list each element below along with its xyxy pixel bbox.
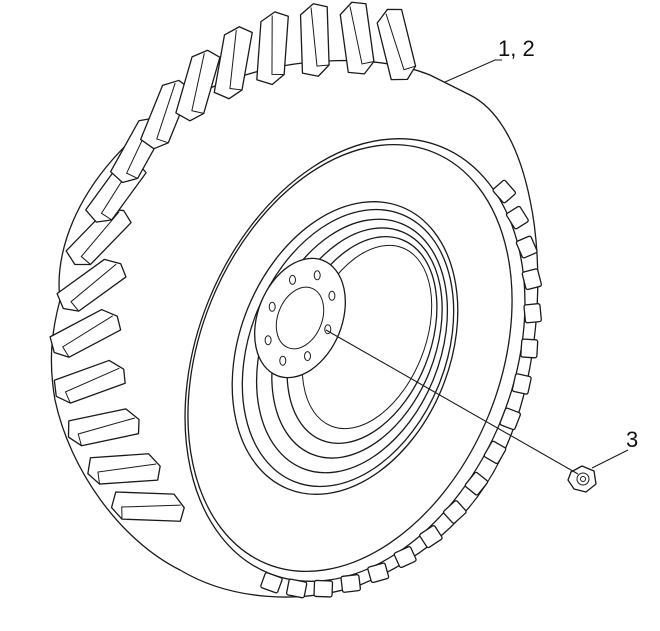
tread-lug-edge — [310, 7, 330, 67]
leader-lines — [325, 59, 629, 475]
tread-lug — [339, 1, 375, 75]
edge-lug — [521, 268, 543, 291]
edge-lug-block — [419, 525, 443, 549]
edge-lug-block — [521, 268, 543, 291]
edge-lug — [419, 525, 443, 549]
edge-lug — [492, 179, 516, 204]
tread-lug-edge — [385, 13, 416, 71]
edge-lug-block — [340, 574, 362, 593]
bolt-hole — [279, 355, 287, 366]
edge-lug — [505, 205, 529, 230]
edge-lug-block — [505, 205, 529, 230]
edge-lug-block — [515, 235, 538, 259]
tread-lug-edge — [191, 53, 205, 114]
tread-lug-edge — [80, 211, 120, 265]
tread-lugs — [49, 1, 417, 522]
bolt-hole — [328, 290, 336, 301]
bolt-hole — [313, 270, 321, 281]
edge-lug — [393, 546, 417, 569]
edge-lug-block — [483, 440, 507, 465]
tread-lug-edge — [121, 504, 181, 520]
tread-lug — [376, 8, 417, 81]
edge-lug — [464, 471, 489, 496]
lug-nut-icon — [567, 465, 597, 493]
bolt-hole — [264, 335, 272, 346]
edge-lug — [523, 303, 542, 324]
wheel-rim — [231, 201, 459, 495]
leader-line-3-tail — [591, 449, 629, 469]
edge-lug — [367, 562, 390, 584]
edge-lug-block — [492, 179, 516, 204]
edge-lug — [285, 578, 308, 599]
edge-lug-block — [367, 562, 390, 584]
tread-lug-edge — [77, 417, 135, 446]
edge-lug — [483, 440, 507, 465]
leader-line-3 — [325, 329, 579, 475]
edge-lug — [520, 338, 539, 359]
edge-lug-block — [499, 407, 521, 431]
edge-lug — [260, 572, 283, 594]
leader-line-1-2 — [444, 59, 502, 83]
tread-lug — [53, 359, 126, 404]
edge-lug-block — [523, 303, 542, 324]
tread-lug — [49, 308, 122, 358]
tread-lug-edge — [271, 15, 285, 75]
bolt-hole — [289, 274, 296, 285]
tread-lug — [56, 258, 127, 312]
bolt-hole — [324, 324, 332, 335]
tread-lug — [67, 408, 140, 447]
edge-lug-block — [520, 338, 539, 359]
edge-lug-block — [260, 572, 283, 594]
edge-lug — [340, 574, 362, 593]
edge-lug — [511, 373, 532, 395]
edge-lug-block — [313, 579, 334, 598]
tread-lug-block — [67, 408, 140, 447]
tread-lug-edge — [349, 6, 375, 65]
edge-lug — [442, 500, 467, 524]
tread-lug — [87, 453, 161, 485]
edge-lug — [313, 579, 334, 598]
tread-lug-edge — [97, 463, 157, 485]
tread-lug-edge — [70, 263, 117, 312]
tread-lug-block — [213, 26, 253, 100]
edge-lug — [515, 235, 538, 259]
edge-tread-lugs — [260, 179, 543, 599]
edge-lug-block — [442, 500, 467, 524]
tread-lug — [299, 3, 330, 77]
bolt-hole — [304, 351, 311, 362]
edge-lug-block — [285, 578, 308, 599]
tread-lug-edge — [229, 29, 243, 91]
edge-lug-block — [511, 373, 532, 395]
edge-lug — [499, 407, 521, 431]
tread-lug — [110, 491, 185, 522]
wheel-bolt-holes — [264, 270, 336, 366]
tread-lug — [256, 11, 289, 86]
bolt-hole — [268, 301, 276, 312]
edge-lug-block — [393, 546, 417, 569]
callout-label-tire-wheel: 1, 2 — [498, 36, 535, 61]
callout-label-nut: 3 — [626, 427, 638, 452]
tread-lug-edge — [62, 315, 114, 358]
tread-lug-edge — [64, 367, 120, 404]
tread-lug — [213, 26, 253, 100]
edge-lug-block — [464, 471, 489, 496]
tread-lug-edge — [156, 82, 176, 144]
